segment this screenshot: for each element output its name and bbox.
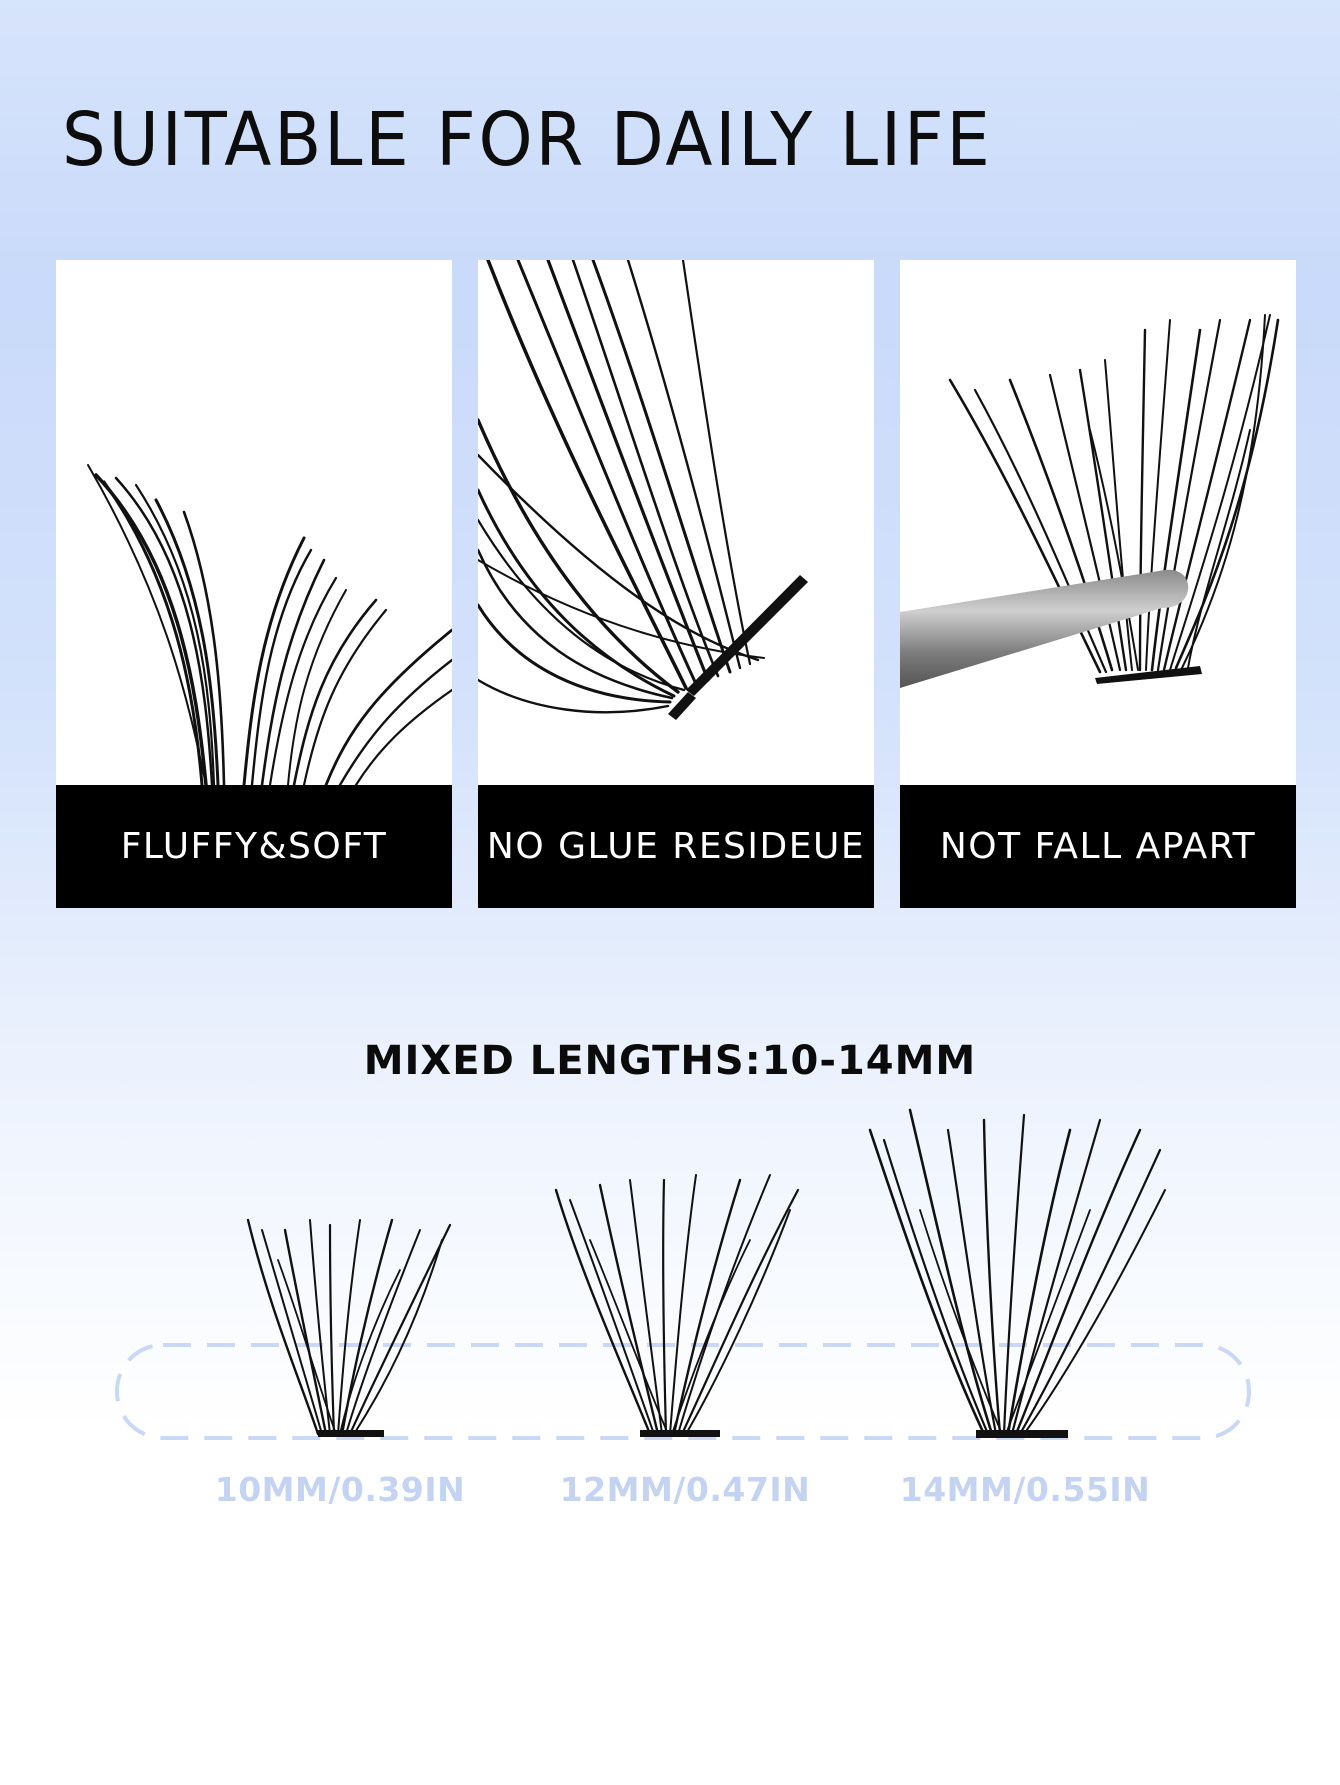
length-label-14mm: 14MM/0.55IN	[899, 1470, 1151, 1509]
feature-caption: NO GLUE RESIDEUE	[478, 785, 874, 908]
lash-band-10mm	[318, 1430, 384, 1437]
lash-cluster-12mm	[554, 1174, 800, 1436]
lash-length-comparison-image	[115, 1108, 1251, 1440]
lash-closeup-image	[56, 260, 452, 785]
lash-cluster-10mm	[246, 1218, 452, 1436]
mixed-lengths-title: MIXED LENGTHS:10-14MM	[363, 1038, 977, 1084]
feature-card-no-glue-residue: NO GLUE RESIDEUE	[478, 260, 874, 908]
feature-card-not-fall-apart: NOT FALL APART	[900, 260, 1296, 908]
page-title: SUITABLE FOR DAILY LIFE	[62, 97, 993, 183]
lash-cluster-14mm	[868, 1108, 1166, 1436]
feature-caption: FLUFFY&SOFT	[56, 785, 452, 908]
lash-band-14mm	[976, 1430, 1068, 1438]
tweezers-lash-image	[900, 260, 1296, 785]
length-label-10mm: 10MM/0.39IN	[214, 1470, 466, 1509]
feature-caption: NOT FALL APART	[900, 785, 1296, 908]
lash-band-12mm	[640, 1430, 720, 1437]
feature-card-fluffy-soft: FLUFFY&SOFT	[56, 260, 452, 908]
length-label-12mm: 12MM/0.47IN	[559, 1470, 811, 1509]
lash-band-image	[478, 260, 874, 785]
